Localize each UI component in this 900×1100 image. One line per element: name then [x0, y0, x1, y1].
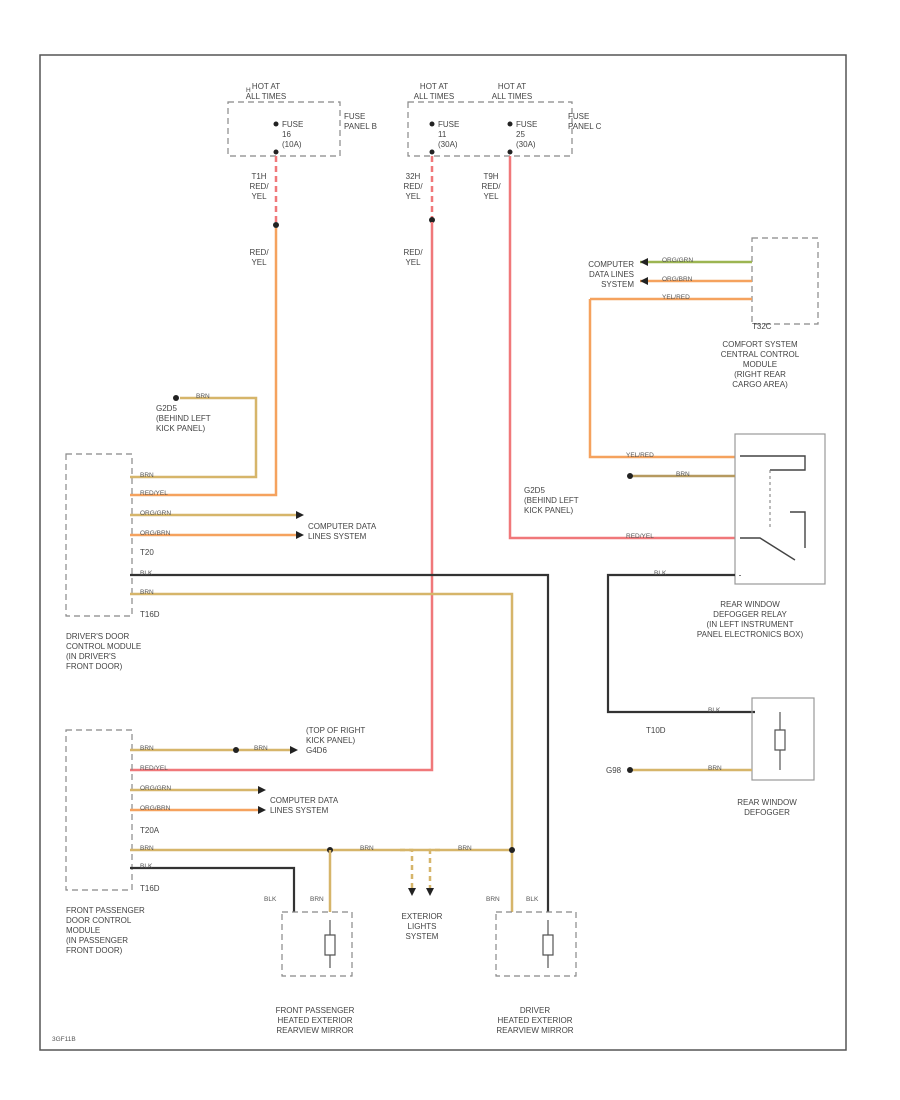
exterior-lights-label: EXTERIOR LIGHTS SYSTEM	[401, 912, 443, 941]
driver-connector-t20: T20	[140, 548, 154, 557]
pin-label-orggrn-p: ORG/GRN	[140, 785, 172, 792]
pin-label-orggrn-comfort: ORG/GRN	[662, 257, 694, 264]
pin-label-orgbrn-comfort: ORG/BRN	[662, 276, 693, 283]
driver-mirror-name: DRIVER HEATED EXTERIOR REARVIEW MIRROR	[496, 1006, 574, 1035]
computer-data-lines-label-2: COMPUTER DATA LINES SYSTEM	[308, 522, 377, 541]
wire-blk-defogger	[606, 573, 755, 714]
rear-defogger-relay-name: REAR WINDOW DEFOGGER RELAY (IN LEFT INST…	[696, 600, 804, 639]
fuse-c-hot-at-1: HOT AT ALL TIMES	[413, 82, 455, 101]
fuse-c-hot-at-2: HOT AT ALL TIMES	[491, 82, 533, 101]
drivers-door-module	[65, 453, 133, 617]
wire-red-yel-passenger	[130, 222, 434, 772]
diagram-frame	[39, 54, 847, 1051]
wire-label-t1h: T1H RED/ YEL	[249, 172, 269, 201]
pin-label-blk-defogger: BLK	[708, 707, 721, 714]
pin-label-brn-1: BRN	[140, 472, 154, 479]
fuse-c-fuse-2: FUSE 25 (30A)	[516, 120, 538, 149]
driver-mirror	[495, 911, 577, 977]
pin-label-brn-p-ground: BRN	[254, 745, 268, 752]
drivers-door-module-name: DRIVER'S DOOR CONTROL MODULE (IN DRIVER'…	[66, 632, 142, 671]
fuse-panel-b-hot-label: H	[246, 87, 251, 94]
fuse-c-panel-label: FUSE PANEL C	[568, 112, 602, 131]
driver-connector-t16d: T16D	[140, 610, 160, 619]
pin-label-blk-pmirror: BLK	[264, 896, 277, 903]
wire-label-t1-mid: RED/ YEL	[249, 248, 269, 267]
wire-label-t9h: T9H RED/ YEL	[481, 172, 501, 201]
g98-ground-label: G98	[606, 766, 622, 775]
pin-label-brn-dmirror: BRN	[486, 896, 500, 903]
wire-brn-driver-mirror	[130, 592, 514, 912]
footer-code: 3GF11B	[52, 1036, 76, 1043]
front-passenger-door-module	[65, 729, 133, 891]
pin-label-brn-relay: BRN	[676, 471, 690, 478]
pin-label-blk-1: BLK	[140, 570, 153, 577]
wire-yel-red-comfort	[588, 299, 735, 459]
pin-label-orgbrn-1: ORG/BRN	[140, 530, 171, 537]
g2d5-ground-label-2: G2D5 (BEHIND LEFT KICK PANEL)	[524, 486, 579, 515]
pin-label-brn-ext-1: BRN	[360, 845, 374, 852]
fuse-b-fuse-label: FUSE 16 (10A)	[282, 120, 304, 149]
wire-brn-driver-ground	[130, 396, 258, 479]
computer-data-lines-label-1: COMPUTER DATA LINES SYSTEM	[588, 260, 634, 289]
wire-blk-passenger-mirror	[130, 866, 296, 912]
pin-label-yelred-relay: YEL/RED	[626, 452, 654, 459]
wire-red-yel-driver	[130, 228, 278, 497]
pin-label-blk-dmirror: BLK	[526, 896, 539, 903]
pin-label-redyel-relay: RED/YEL	[626, 533, 654, 540]
fuse-c-fuse-1: FUSE 11 (30A)	[438, 120, 460, 149]
fuse-panel-c	[407, 101, 573, 157]
passenger-connector-t16d: T16D	[140, 884, 160, 893]
pin-label-brn-2: BRN	[140, 589, 154, 596]
top-right-kick-label: (TOP OF RIGHT KICK PANEL) G4D6	[306, 726, 366, 755]
fuse-b-hot-at: HOT AT ALL TIMES	[245, 82, 287, 101]
pin-label-blk-p: BLK	[140, 863, 153, 870]
pin-label-brn-p2: BRN	[140, 845, 154, 852]
wire-label-32h: 32H RED/ YEL	[403, 172, 423, 201]
pin-label-redyel-p: RED/YEL	[140, 765, 168, 772]
computer-data-lines-label-3: COMPUTER DATA LINES SYSTEM	[270, 796, 339, 815]
pin-label-blk-relay: BLK	[654, 570, 667, 577]
comfort-system-module	[751, 237, 819, 325]
t10d-connector-label: T10D	[646, 726, 666, 735]
rear-defogger-relay	[734, 433, 826, 585]
pin-label-brn-defogger: BRN	[708, 765, 722, 772]
front-passenger-module-name: FRONT PASSENGER DOOR CONTROL MODULE (IN …	[66, 906, 145, 955]
pin-label-yelred-comfort: YEL/RED	[662, 294, 690, 301]
comfort-module-name: COMFORT SYSTEM CENTRAL CONTROL MODULE (R…	[720, 340, 800, 389]
pin-label-brn-ext-2: BRN	[458, 845, 472, 852]
pin-label-brn-p1: BRN	[140, 745, 154, 752]
rear-window-defogger	[751, 697, 815, 781]
wire-label-32-mid: RED/ YEL	[403, 248, 423, 267]
pin-label-orgbrn-p: ORG/BRN	[140, 805, 171, 812]
pin-label-redyel-1: RED/YEL	[140, 490, 168, 497]
pin-label-brn-ground: BRN	[196, 393, 210, 400]
pin-label-orggrn-1: ORG/GRN	[140, 510, 172, 517]
g2d5-ground-label: G2D5 (BEHIND LEFT KICK PANEL)	[156, 404, 211, 433]
wire-blk-driver-mirror	[130, 573, 550, 912]
passenger-connector-t20a: T20A	[140, 826, 160, 835]
front-passenger-mirror	[281, 911, 353, 977]
pin-label-brn-pmirror: BRN	[310, 896, 324, 903]
fuse-b-panel-label: FUSE PANEL B	[344, 112, 377, 131]
wire-red-yel-relay	[508, 156, 735, 540]
front-passenger-mirror-name: FRONT PASSENGER HEATED EXTERIOR REARVIEW…	[275, 1006, 355, 1035]
rear-window-defogger-name: REAR WINDOW DEFOGGER	[737, 798, 797, 817]
comfort-connector-label: T32C	[752, 322, 772, 331]
fuse-panel-b: H	[227, 87, 341, 157]
